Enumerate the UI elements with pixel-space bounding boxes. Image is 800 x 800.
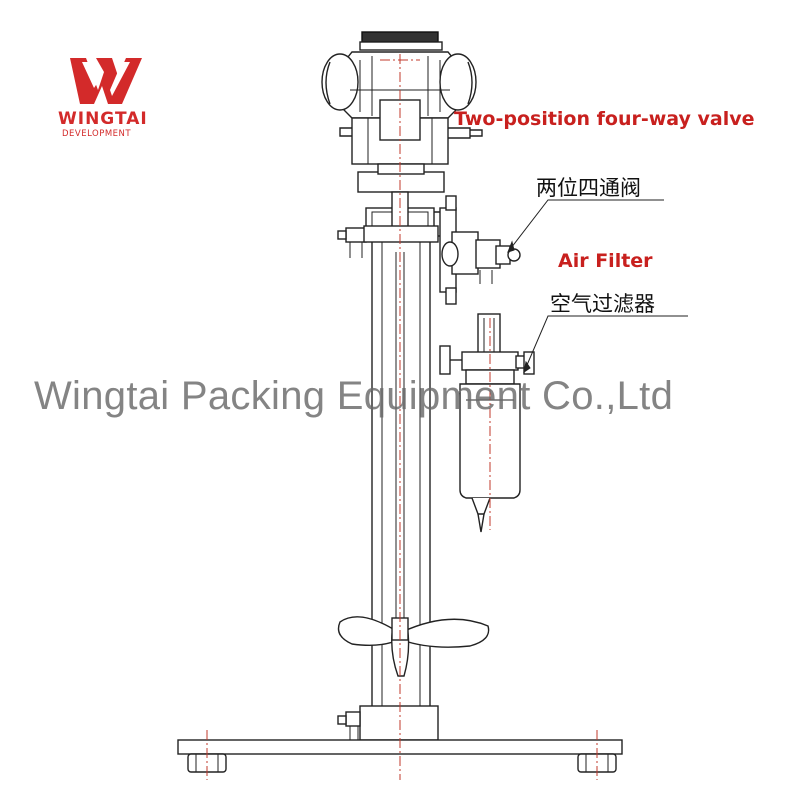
filter-label-cn: 空气过滤器 — [550, 292, 655, 316]
leader-lines — [507, 199, 688, 374]
four-way-valve — [439, 195, 521, 305]
valve-label-en: Two-position four-way valve — [454, 108, 755, 130]
wingtai-logo-icon — [70, 58, 142, 104]
valve-label-cn: 两位四通阀 — [536, 176, 641, 200]
air-filter — [439, 313, 535, 533]
logo-name: WINGTAI — [58, 109, 148, 129]
watermark: Wingtai Packing Equipment Co.,Ltd — [34, 374, 674, 418]
logo-subtitle: DEVELOPMENT — [62, 129, 132, 139]
filter-label-en: Air Filter — [558, 250, 653, 272]
centerline — [206, 54, 598, 780]
motor-assembly — [321, 31, 483, 711]
